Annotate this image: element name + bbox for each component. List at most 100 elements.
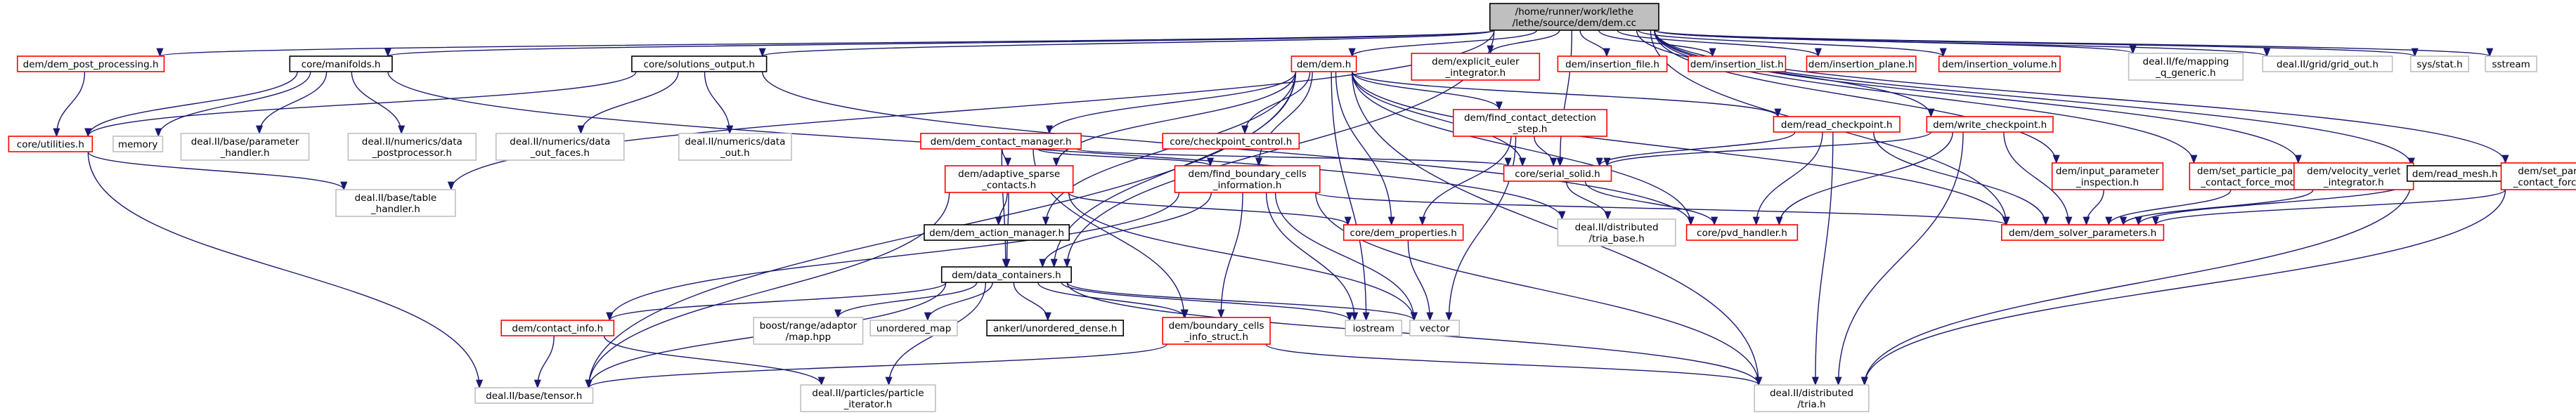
node-box: [495, 133, 625, 161]
node-serialsolid[interactable]: core/serial_solid.h: [1503, 165, 1612, 182]
node-inputparam[interactable]: dem/input_parameter_inspection.h: [2051, 162, 2164, 190]
edge-adaptive-vector: [1068, 192, 1418, 322]
node-label: _handler.h: [370, 204, 420, 215]
edge-root-solout: [759, 29, 1495, 58]
node-post[interactable]: dem/dem_post_processing.h: [16, 55, 165, 72]
node-ankerl[interactable]: ankerl/unordered_dense.h: [986, 320, 1125, 336]
node-label: deal.II/grid/grid_out.h: [2277, 59, 2378, 70]
node-label: dem/adaptive_sparse: [958, 169, 1060, 180]
node-contactinfo[interactable]: dem/contact_info.h: [500, 320, 615, 336]
node-label: deal.II/particles/particle: [812, 388, 924, 399]
node-label: dem/set_particle_wall: [2518, 166, 2576, 177]
node-label: dem/explicit_euler: [1432, 56, 1520, 67]
edge-findboundary-datacont: [1039, 192, 1212, 268]
edge-root-insvol: [1637, 29, 1947, 58]
node-paramhandler: deal.II/base/parameter_handler.h: [180, 133, 310, 161]
node-root: /home/runner/work/lethe/lethe/source/dem…: [1489, 3, 1659, 31]
node-box: [1174, 165, 1321, 193]
node-findboundary[interactable]: dem/find_boundary_cells_information.h: [1174, 165, 1321, 193]
node-box: [500, 320, 615, 336]
node-box: [924, 224, 1070, 241]
node-box: [1409, 320, 1461, 336]
node-euler[interactable]: dem/explicit_euler_integrator.h: [1411, 53, 1541, 81]
node-inslist[interactable]: dem/insertion_list.h: [1688, 55, 1787, 72]
node-readmesh[interactable]: dem/read_mesh.h: [2406, 165, 2504, 182]
edge-datacont-iostream: [1061, 282, 1354, 322]
node-label: core/pvd_handler.h: [1697, 228, 1787, 239]
node-label: deal.II/numerics/data: [510, 136, 610, 148]
node-writecp[interactable]: dem/write_checkpoint.h: [1926, 116, 2054, 133]
edge-root-inslist: [1598, 29, 1716, 58]
node-label: dem/contact_info.h: [512, 323, 603, 334]
node-tria: deal.II/distributed/tria.h: [1754, 384, 1870, 412]
edge-demh-demprops: [1335, 71, 1395, 226]
node-label: /lethe/source/dem/dem.cc: [1513, 18, 1636, 29]
node-pvd[interactable]: core/pvd_handler.h: [1685, 224, 1799, 241]
node-datapost: deal.II/numerics/data_postprocessor.h: [347, 133, 477, 161]
node-label: _iterator.h: [843, 399, 893, 410]
node-label: /tria.h: [1797, 399, 1825, 410]
edge-findstep-demprops: [1418, 136, 1512, 226]
node-setppforce[interactable]: dem/set_particle_particle_contact_force_…: [2189, 162, 2325, 190]
node-demprops[interactable]: core/dem_properties.h: [1342, 224, 1464, 241]
edge-contactmgr-findboundary: [1037, 148, 1214, 167]
node-readcp[interactable]: dem/read_checkpoint.h: [1773, 116, 1901, 133]
node-box: [631, 55, 768, 72]
node-checkctl[interactable]: core/checkpoint_control.h: [1162, 133, 1300, 150]
node-label: _integrator.h: [2323, 177, 2384, 188]
node-box: [1290, 55, 1357, 72]
node-insfile[interactable]: dem/insertion_file.h: [1557, 55, 1668, 72]
edge-demh-readcp: [1351, 71, 1782, 118]
edge-datacont-boostrange: [834, 282, 978, 319]
node-contactmgr[interactable]: dem/dem_contact_manager.h: [920, 133, 1082, 150]
edge-demh-contactmgr: [1046, 71, 1297, 135]
node-solout[interactable]: core/solutions_output.h: [631, 55, 768, 72]
edge-root-demh: [1348, 29, 1538, 58]
edge-root-verlet: [1654, 29, 2302, 164]
node-label: dem/data_containers.h: [952, 270, 1061, 281]
edge-root-setppforce: [1654, 29, 2198, 164]
node-solverparams[interactable]: dem/dem_solver_parameters.h: [2001, 224, 2165, 241]
node-box: [1345, 320, 1403, 336]
node-label: dem/find_contact_detection: [1464, 112, 1596, 124]
node-label: dem/dem_solver_parameters.h: [2009, 228, 2156, 239]
node-adaptive[interactable]: dem/adaptive_sparse_contacts.h: [944, 165, 1074, 193]
node-vector: vector: [1409, 320, 1461, 336]
edge-datacont-contactinfo: [606, 282, 947, 322]
node-box: [347, 133, 477, 161]
edge-manifolds-memory: [155, 71, 311, 138]
node-label: dem/velocity_verlet: [2307, 166, 2400, 177]
node-box: [2409, 55, 2470, 72]
node-insplane[interactable]: dem/insertion_plane.h: [1806, 55, 1917, 72]
node-label: sys/stat.h: [2416, 59, 2462, 70]
edge-utilities-tensor: [87, 151, 484, 389]
node-label: dem/read_checkpoint.h: [1781, 119, 1893, 131]
node-setpwforce[interactable]: dem/set_particle_wall_contact_force_mode…: [2500, 162, 2576, 190]
edge-manifolds-utilities: [84, 71, 298, 138]
node-insvol[interactable]: dem/insertion_volume.h: [1938, 55, 2061, 72]
node-datacont[interactable]: dem/data_containers.h: [940, 266, 1072, 283]
node-verlet[interactable]: dem/velocity_verlet_integrator.h: [2293, 162, 2414, 190]
node-demh[interactable]: dem/dem.h: [1290, 55, 1357, 72]
node-actionmgr[interactable]: dem/dem_action_manager.h: [924, 224, 1070, 241]
node-label: deal.II/base/parameter: [191, 136, 299, 148]
node-findstep[interactable]: dem/find_contact_detection_step.h: [1452, 109, 1607, 137]
node-box: [1162, 133, 1300, 150]
node-label: memory: [118, 139, 157, 150]
edge-findboundary-contactinfo: [606, 192, 1180, 322]
node-label: core/checkpoint_control.h: [1170, 136, 1292, 148]
node-label: _q_generic.h: [2155, 67, 2215, 79]
node-label: deal.II/distributed: [1770, 388, 1853, 399]
node-label: dem/input_parameter: [2056, 166, 2160, 177]
node-sysstat: sys/stat.h: [2409, 55, 2470, 72]
node-bcinfo[interactable]: dem/boundary_cells_info_struct.h: [1162, 317, 1271, 345]
node-label: dem/insertion_file.h: [1565, 59, 1659, 70]
node-label: ankerl/unordered_dense.h: [993, 323, 1117, 334]
edge-setpwforce-tria: [1860, 189, 2506, 386]
node-manifolds[interactable]: core/manifolds.h: [289, 55, 393, 72]
edge-readcp-pvd: [1752, 131, 1823, 226]
node-label: core/utilities.h: [17, 139, 84, 150]
node-femap: deal.II/fe/mapping_q_generic.h: [2128, 53, 2244, 81]
node-box: [944, 165, 1074, 193]
node-utilities[interactable]: core/utilities.h: [8, 136, 93, 152]
